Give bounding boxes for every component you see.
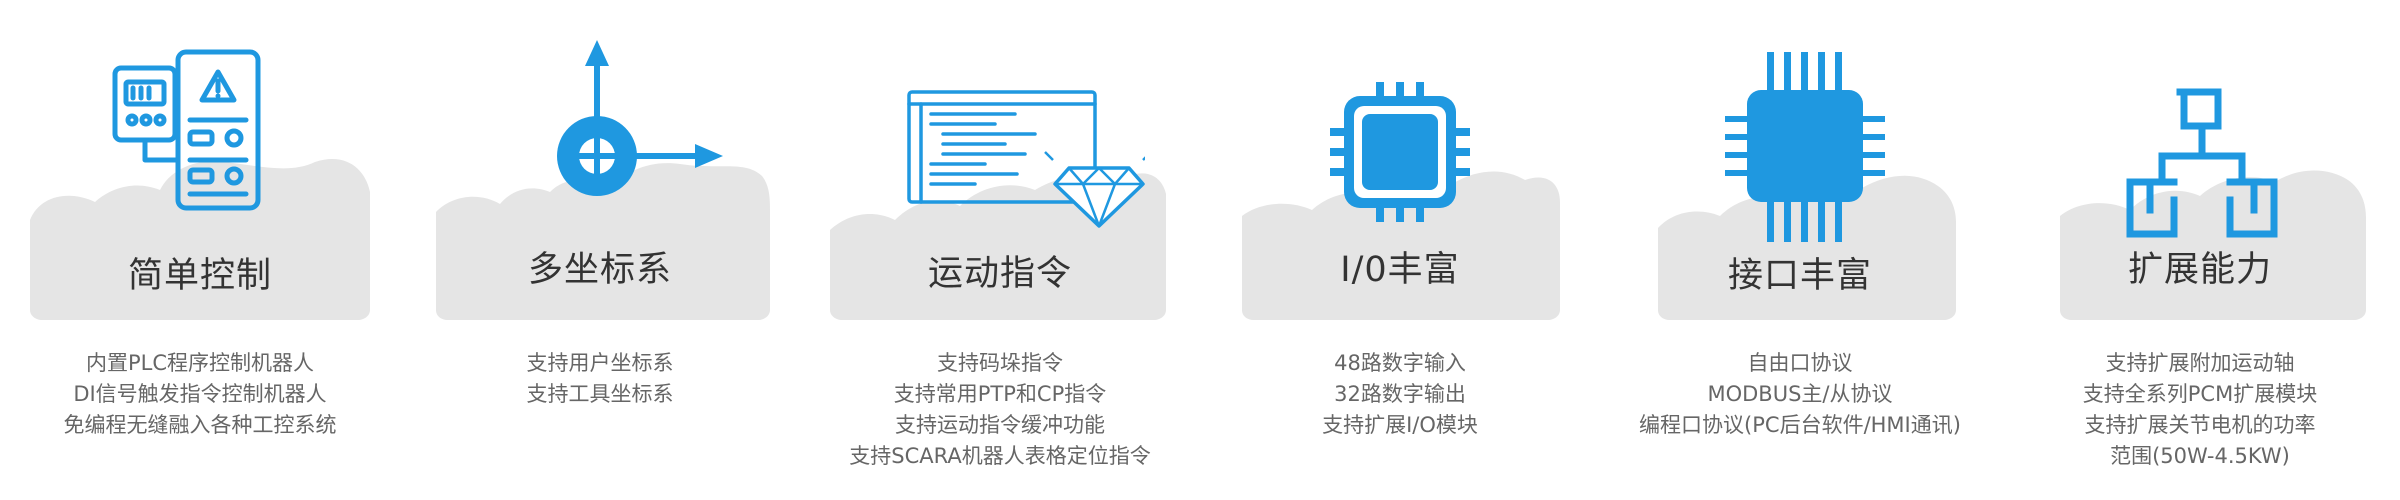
description-line: 支持扩展I/O模块 — [1322, 413, 1478, 437]
description-line: 编程口协议(PC后台软件/HMI通讯) — [1639, 413, 1961, 437]
description-line: 支持扩展附加运动轴 — [2105, 351, 2295, 375]
code-window-diamond-icon — [907, 90, 1145, 228]
blob-background — [436, 163, 770, 320]
chip-icon — [1330, 82, 1470, 222]
feature-title: 简单控制 — [127, 256, 272, 296]
description-line: 支持常用PTP和CP指令 — [893, 382, 1107, 406]
description-line: 范围(50W-4.5KW) — [2110, 444, 2290, 468]
description-line: MODBUS主/从协议 — [1707, 382, 1893, 406]
description-line: 48路数字输入 — [1334, 351, 1466, 375]
description-line: 支持运动指令缓冲功能 — [895, 413, 1105, 437]
description-line: 内置PLC程序控制机器人 — [85, 351, 315, 375]
feature-multi-coordinate: 多坐标系 支持用户坐标系 支持工具坐标系 — [400, 0, 800, 500]
blob-background — [2060, 170, 2366, 320]
feature-simple-control: 简单控制 内置PLC程序控制机器人 DI信号触发指令控制机器人 免编程无缝融入各… — [0, 0, 400, 500]
description-line: 支持工具坐标系 — [526, 382, 674, 406]
feature-title: I/0丰富 — [1340, 250, 1460, 290]
feature-description: 48路数字输入 32路数字输出 支持扩展I/O模块 — [1200, 348, 1600, 441]
coordinate-axes-icon — [557, 40, 723, 196]
feature-title: 扩展能力 — [2127, 250, 2272, 290]
feature-motion-commands: 运动指令 支持码垛指令 支持常用PTP和CP指令 支持运动指令缓冲功能 支持SC… — [800, 0, 1200, 500]
expansion-icon — [2126, 88, 2278, 238]
feature-description: 支持用户坐标系 支持工具坐标系 — [400, 348, 800, 410]
feature-rich-io: I/0丰富 48路数字输入 32路数字输出 支持扩展I/O模块 — [1200, 0, 1600, 500]
feature-rich-interfaces: 接口丰富 自由口协议 MODBUS主/从协议 编程口协议(PC后台软件/HMI通… — [1600, 0, 2000, 500]
description-line: 免编程无缝融入各种工控系统 — [63, 413, 337, 437]
feature-description: 支持扩展附加运动轴 支持全系列PCM扩展模块 支持扩展关节电机的功率 范围(50… — [2000, 348, 2400, 472]
description-line: 支持用户坐标系 — [526, 351, 674, 375]
description-line: 支持SCARA机器人表格定位指令 — [849, 444, 1151, 468]
feature-title: 接口丰富 — [1727, 256, 1872, 296]
blob-background — [1658, 175, 1956, 320]
control-panel-icon — [112, 49, 261, 211]
description-line: 32路数字输出 — [1334, 382, 1466, 406]
blob-background — [30, 158, 370, 320]
interface-chip-icon — [1725, 52, 1885, 242]
description-line: 支持扩展关节电机的功率 — [2084, 413, 2316, 437]
description-line: DI信号触发指令控制机器人 — [73, 382, 327, 406]
feature-title: 多坐标系 — [527, 250, 672, 290]
feature-description: 支持码垛指令 支持常用PTP和CP指令 支持运动指令缓冲功能 支持SCARA机器… — [800, 348, 1200, 472]
description-line: 支持全系列PCM扩展模块 — [2082, 382, 2318, 406]
feature-title: 运动指令 — [927, 254, 1072, 294]
description-line: 自由口协议 — [1747, 351, 1853, 375]
blob-background — [1242, 171, 1560, 320]
description-line: 支持码垛指令 — [937, 351, 1063, 375]
feature-description: 自由口协议 MODBUS主/从协议 编程口协议(PC后台软件/HMI通讯) — [1600, 348, 2000, 441]
feature-expansion: 扩展能力 支持扩展附加运动轴 支持全系列PCM扩展模块 支持扩展关节电机的功率 … — [2000, 0, 2400, 500]
feature-description: 内置PLC程序控制机器人 DI信号触发指令控制机器人 免编程无缝融入各种工控系统 — [0, 348, 400, 441]
